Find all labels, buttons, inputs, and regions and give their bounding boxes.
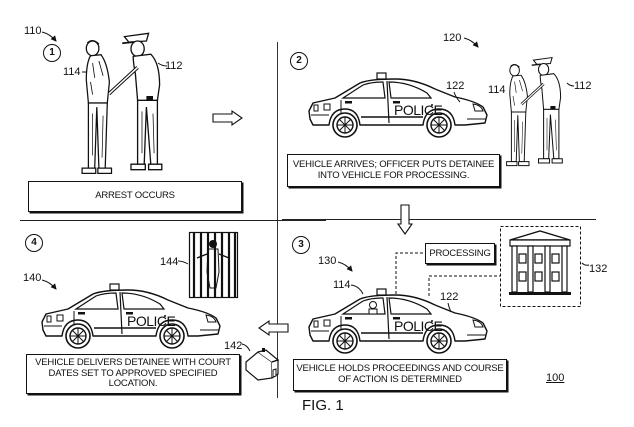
ref-arrow-icon [41,31,57,42]
processing-box: PROCESSING [425,243,495,264]
leader-line [350,284,364,295]
caption-vehicle-delivers: VEHICLE DELIVERS DETAINEE WITH COURT DAT… [26,354,240,394]
courthouse-icon [500,226,581,307]
figure-title: FIG. 1 [302,397,344,414]
ref-114-detainee: 114 [333,279,351,291]
police-car-text: POLICE [394,102,443,118]
police-car-text: POLICE [127,313,176,329]
data-link-dashed-lines [395,252,500,296]
ref-122-vehicle: 122 [446,80,465,92]
step-badge-3: 3 [292,236,310,254]
officer-figure-icon [520,56,564,165]
ref-140: 140 [23,272,42,284]
caption-vehicle-arrives: VEHICLE ARRIVES; OFFICER PUTS DETAINEE I… [287,154,500,187]
ref-114-detainee: 114 [488,84,506,96]
ref-112-officer: 112 [574,80,592,92]
police-car-icon [308,288,488,354]
ref-130: 130 [318,255,337,267]
caption-arrest-occurs: ARREST OCCURS [28,181,242,212]
ref-142-home: 142 [224,340,243,352]
officer-figure-icon [107,31,164,172]
ref-144-jail: 144 [160,256,179,268]
ref-arrow-icon [463,37,479,48]
police-car-text: POLICE [394,318,443,334]
ref-120: 120 [443,32,462,44]
ref-122-vehicle: 122 [440,291,459,303]
ref-110: 110 [24,25,42,37]
jail-cell-icon [188,231,239,299]
caption-line-1: VEHICLE DELIVERS DETAINEE WITH COURT [35,356,231,368]
ref-114-detainee: 114 [63,66,81,78]
flow-arrow-down-icon [396,204,414,235]
ref-112-officer: 112 [165,60,183,72]
leader-line [447,302,452,313]
flow-arrow-right-icon [212,109,243,127]
home-house-icon [245,348,280,381]
ref-arrow-icon [337,261,353,272]
detainee-figure-icon [81,40,113,175]
step-badge-4: 4 [25,234,43,252]
caption-line-1: VEHICLE ARRIVES; OFFICER PUTS DETAINEE [292,158,495,170]
leader-line [177,260,189,265]
detainee-figure-icon [506,64,530,167]
figure-reference-number: 100 [546,372,565,384]
processing-label: PROCESSING [429,248,491,259]
caption-line-2: INTO VEHICLE FOR PROCESSING. [317,169,470,181]
step-badge-1: 1 [43,44,61,62]
ref-132-court: 132 [589,263,608,275]
leader-line [241,343,251,352]
caption-line-2: DATES SET TO APPROVED SPECIFIED LOCATION… [48,367,218,390]
caption-vehicle-holds-proceedings: VEHICLE HOLDS PROCEEDINGS AND COURSE OF … [293,359,507,391]
leader-line [157,62,168,67]
caption-text: ARREST OCCURS [95,190,175,202]
flow-arrow-left-icon [258,319,289,337]
ref-arrow-icon [41,279,57,290]
caption-line-2: OF ACTION IS DETERMINED [338,374,462,385]
leader-line [581,262,590,266]
quadrant-divider-horizontal-left [20,220,326,222]
step-badge-2: 2 [290,52,308,70]
quadrant-divider-horizontal-right [282,219,596,221]
leader-line [566,82,575,87]
caption-line-1: VEHICLE HOLDS PROCEEDINGS AND COURSE [296,363,504,375]
leader-line [453,91,461,103]
